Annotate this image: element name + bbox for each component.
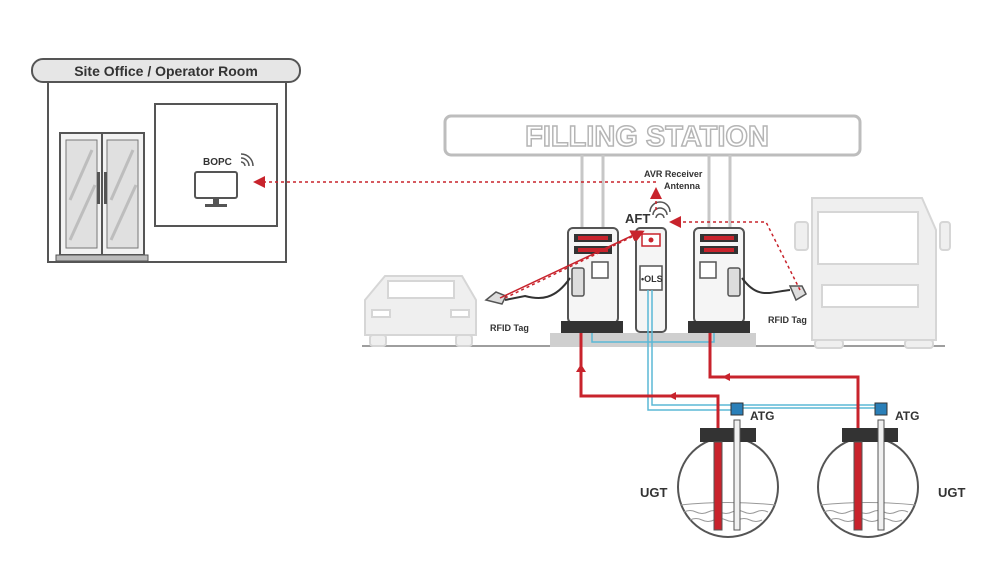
site-office: Site Office / Operator Room BOPC — [31, 58, 301, 263]
aft-wifi-icon — [649, 201, 671, 219]
wireless-links — [253, 176, 801, 299]
office-door — [55, 132, 149, 262]
link-truck-to-aft — [669, 216, 801, 291]
computer-label: BOPC — [203, 157, 232, 168]
car-icon — [364, 275, 477, 347]
aft-unit — [635, 227, 667, 333]
link-car-to-aft — [504, 230, 645, 299]
avr-label-line2: Antenna — [664, 181, 701, 191]
rfid-label-right: RFID Tag — [768, 315, 807, 325]
ols-label: •OLS — [641, 274, 663, 284]
station-title: FILLING STATION — [525, 121, 769, 153]
ugt-label-right: UGT — [938, 485, 966, 500]
atg-label-left: ATG — [750, 409, 774, 423]
rfid-label-left: RFID Tag — [490, 323, 529, 333]
data-lines — [591, 290, 882, 411]
station-sign — [443, 114, 862, 157]
station-canopy: FILLING STATION — [443, 114, 862, 228]
atg-label-right: ATG — [895, 409, 919, 423]
link-rfid-left-to-aft — [499, 230, 643, 299]
ugt-label-left: UGT — [640, 485, 668, 500]
wifi-icon — [240, 153, 254, 167]
avr-label-line1: AVR Receiver — [644, 169, 703, 179]
computer-icon — [194, 171, 238, 207]
office-title: Site Office / Operator Room — [74, 63, 258, 79]
dispenser-right — [688, 227, 807, 333]
ugt-left — [677, 402, 779, 538]
aft-label: AFT — [625, 211, 650, 226]
fuel-flow-arrows — [576, 364, 730, 400]
truck-icon — [794, 197, 951, 349]
dispenser-left — [484, 227, 623, 333]
ugt-right — [817, 402, 919, 538]
pump-island — [550, 333, 756, 347]
